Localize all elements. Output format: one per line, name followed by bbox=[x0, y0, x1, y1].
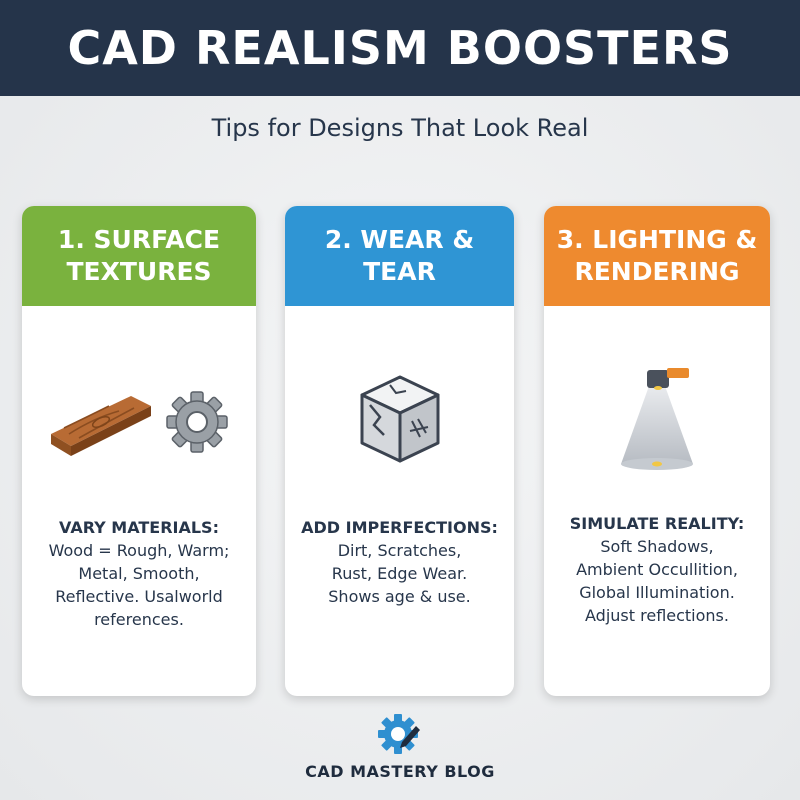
card-description: SIMULATE REALITY: Soft Shadows, Ambient … bbox=[544, 512, 770, 627]
card-title-line: 1. SURFACE bbox=[57, 225, 221, 254]
wood-plank-icon bbox=[51, 391, 228, 456]
card-lead: VARY MATERIALS: bbox=[59, 518, 219, 537]
footer-brand: CAD MASTERY BLOG bbox=[305, 762, 495, 781]
card-line: Reflective. Usalworld bbox=[55, 587, 223, 606]
spotlight-icon bbox=[621, 368, 693, 470]
card-line: Wood = Rough, Warm; bbox=[48, 541, 230, 560]
gear-pencil-logo-icon bbox=[378, 714, 420, 754]
card-title-line: RENDERING bbox=[574, 257, 740, 286]
card-line: Shows age & use. bbox=[328, 587, 471, 606]
card-header: 3. LIGHTING & RENDERING bbox=[544, 206, 770, 306]
page-title: CAD REALISM BOOSTERS bbox=[67, 21, 733, 75]
page-subtitle: Tips for Designs That Look Real bbox=[211, 114, 589, 142]
card-lead: SIMULATE REALITY: bbox=[569, 514, 745, 533]
tip-card-lighting-rendering: 3. LIGHTING & RENDERING SIMULATE REALITY… bbox=[544, 206, 770, 696]
card-title-line: 2. WEAR & TEAR bbox=[324, 225, 475, 286]
card-header: 2. WEAR & TEAR bbox=[285, 206, 514, 306]
card-header: 1. SURFACE TEXTURES bbox=[22, 206, 256, 306]
footer: CAD MASTERY BLOG bbox=[0, 712, 800, 781]
card-illustration bbox=[544, 356, 770, 486]
card-line: Ambient Occullition, bbox=[576, 560, 738, 579]
card-title-line: 3. LIGHTING & bbox=[556, 225, 758, 254]
card-line: Metal, Smooth, bbox=[78, 564, 200, 583]
card-line: Adjust reflections. bbox=[585, 606, 729, 625]
card-line: Dirt, Scratches, bbox=[337, 541, 462, 560]
header-banner: CAD REALISM BOOSTERS bbox=[0, 0, 800, 96]
card-illustration bbox=[22, 356, 256, 486]
tip-card-wear-and-tear: 2. WEAR & TEAR ADD IMPERFECTIONS: Dirt, … bbox=[285, 206, 514, 696]
cracked-cube-icon bbox=[360, 375, 439, 463]
card-title-line: TEXTURES bbox=[66, 257, 212, 286]
card-illustration bbox=[285, 356, 514, 486]
card-line: Soft Shadows, bbox=[600, 537, 714, 556]
card-line: Rust, Edge Wear. bbox=[331, 564, 468, 583]
card-line: Global Illumination. bbox=[579, 583, 735, 602]
gear-icon bbox=[166, 391, 228, 453]
tip-card-surface-textures: 1. SURFACE TEXTURES bbox=[22, 206, 256, 696]
card-description: VARY MATERIALS: Wood = Rough, Warm; Meta… bbox=[22, 516, 256, 631]
card-line: references. bbox=[94, 610, 184, 629]
card-lead: ADD IMPERFECTIONS: bbox=[301, 518, 498, 537]
card-description: ADD IMPERFECTIONS: Dirt, Scratches, Rust… bbox=[285, 516, 514, 608]
